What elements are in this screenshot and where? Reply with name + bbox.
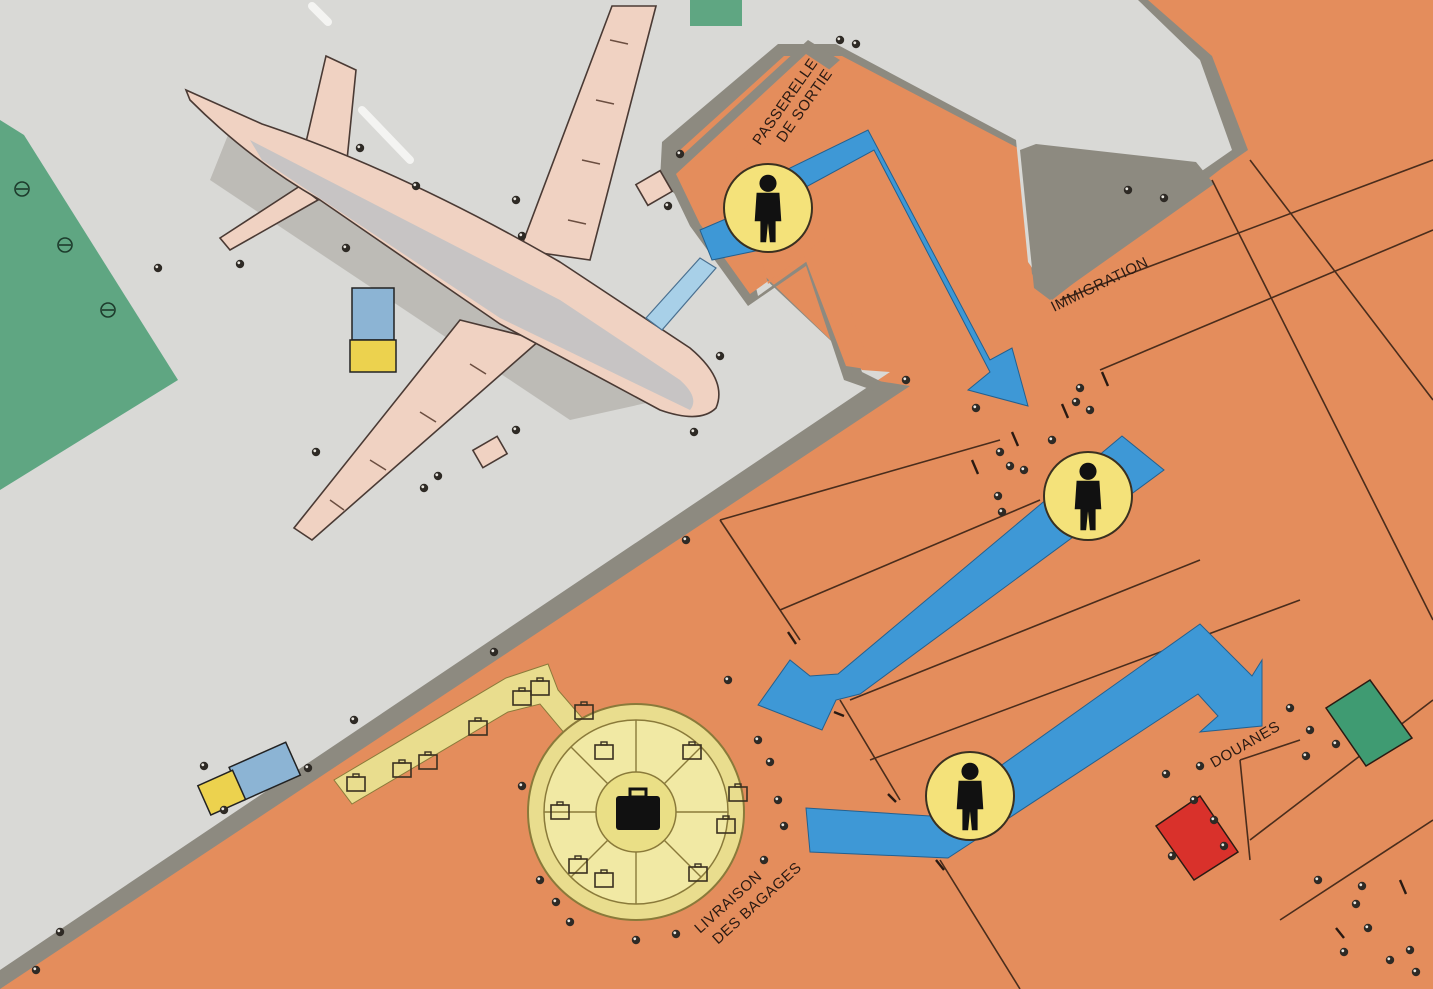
green-channel-desk — [1324, 678, 1414, 768]
red-channel-desk — [1154, 794, 1240, 882]
jet-bridge — [645, 257, 717, 331]
grass-area — [0, 120, 178, 490]
aircraft-fuselage-shade — [250, 140, 694, 410]
aircraft — [184, 5, 720, 542]
baggage-truck-icon — [196, 741, 302, 816]
gate-notch — [676, 54, 872, 370]
apron-building — [690, 0, 742, 26]
route-arrow-customs — [805, 623, 1263, 859]
aircraft-wing-ticks — [329, 39, 629, 511]
suitcase-icon — [616, 787, 660, 830]
baggage-carousel — [527, 703, 748, 921]
partition-lines — [719, 159, 1433, 989]
checkpoint-customs — [925, 751, 1015, 841]
grass-markers — [14, 181, 116, 318]
checkpoint-gangway — [723, 163, 813, 253]
barrier-stubs — [787, 371, 1408, 939]
aircraft-wing-lower — [292, 319, 542, 542]
checkpoint-immigration — [1043, 451, 1133, 541]
baggage-truck-icon — [349, 287, 397, 373]
aircraft-engine — [471, 435, 509, 469]
apron-markings — [308, 2, 414, 164]
aircraft-engine — [634, 169, 674, 207]
aircraft-wing-upper — [518, 5, 658, 261]
inner-room-wall — [1020, 144, 1214, 300]
